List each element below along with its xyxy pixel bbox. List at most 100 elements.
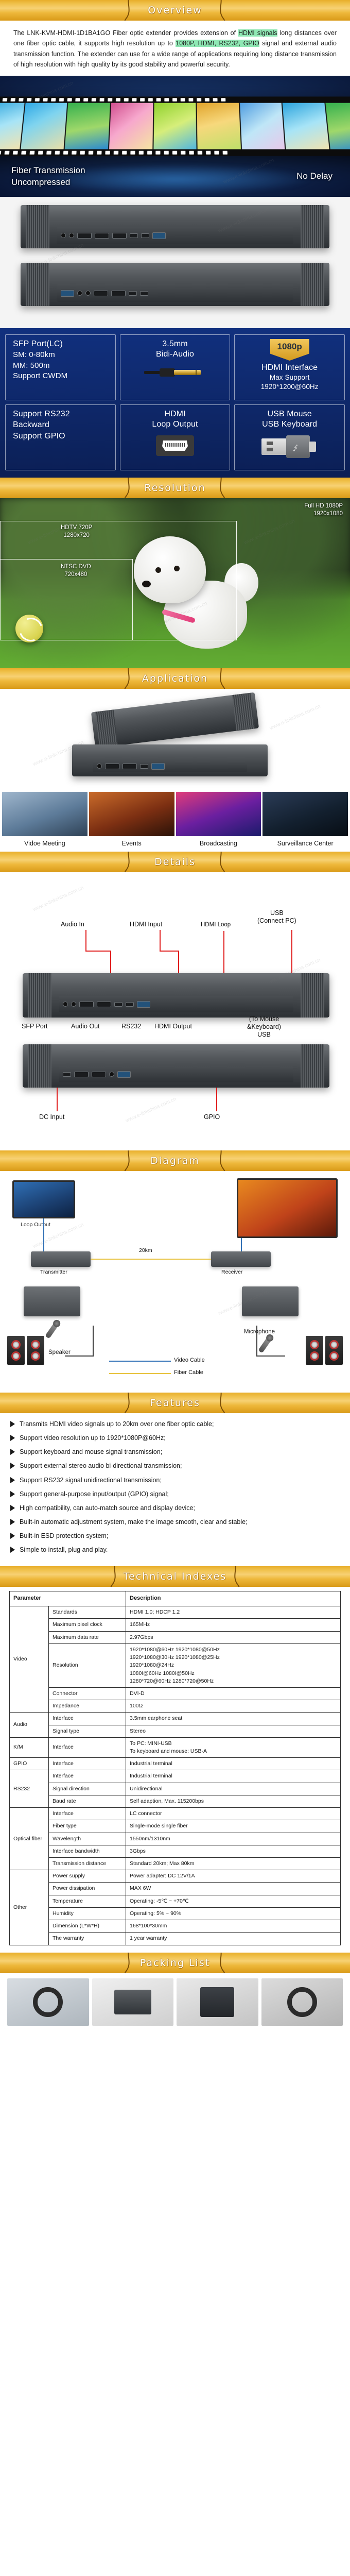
spec-value: Self adaption, Max. 115200bps	[126, 1794, 341, 1808]
port-audio-out-2	[85, 291, 91, 296]
spec-group-audio: Audio	[9, 1712, 49, 1738]
table-row: Transmission distance Standard 20km; Max…	[10, 1857, 341, 1871]
feature-cell-hdmi-interface: 1080p HDMI Interface Max Support 1920*12…	[234, 334, 345, 400]
hero-film-image: Fiber Transmission Uncompressed No Delay…	[0, 76, 350, 197]
spec-value: Operating: -5℃ ~ +70℃	[126, 1894, 341, 1908]
feature-usb-l1: USB Mouse	[267, 410, 312, 418]
spec-key: Interface bandwidth	[48, 1844, 126, 1858]
diagram-legend-video: Video Cable	[174, 1357, 205, 1363]
spec-value: Power adapter: DC 12V/1A	[126, 1870, 341, 1883]
connection-diagram: Loop Output Transmitter Receiver 20km Sp…	[0, 1171, 350, 1393]
port-audio-in-2	[77, 291, 82, 296]
spec-key: Transmission distance	[48, 1857, 126, 1871]
spec-key: Resolution	[48, 1643, 126, 1688]
section-banner-resolution: Resolution	[0, 478, 350, 498]
application-caption-0: Vidoe Meeting	[24, 840, 65, 847]
table-row: Signal type Stereo	[10, 1724, 341, 1738]
feature-cell-usb-km: USB Mouse USB Keyboard ∱	[234, 404, 345, 470]
feature-highlight-grid: SFP Port(LC) SM: 0-80km MM: 500m Support…	[0, 328, 350, 478]
feature-item-text: Built-in ESD protection system;	[20, 1532, 109, 1539]
table-header-description: Description	[126, 1591, 341, 1607]
spec-value: 3.5mm earphone seat	[126, 1712, 341, 1725]
table-row: Dimension (L*W*H) 168*100*30mm	[10, 1920, 341, 1933]
port-hdmi-out	[112, 232, 127, 239]
spec-value: Unidirectional	[126, 1782, 341, 1795]
feature-item: Transmits HDMI video signals up to 20km …	[10, 1419, 340, 1429]
spec-group-other: Other	[9, 1870, 49, 1945]
spec-key: Interface	[48, 1757, 126, 1771]
table-row: Wavelength 1550nm/1310nm	[10, 1832, 341, 1845]
diagram-legend-fiber: Fiber Cable	[174, 1369, 203, 1376]
port-audio-in	[61, 233, 66, 238]
banner-swish-right-icon	[230, 1566, 243, 1587]
detail-device-front	[23, 973, 329, 1018]
spec-value: 168*100*30mm	[126, 1920, 341, 1933]
table-row: Resolution 1920*1080@60Hz 1920*1080@50Hz…	[10, 1643, 341, 1688]
application-captions: Vidoe Meeting Events Broadcasting Survei…	[0, 836, 350, 852]
table-row: RS232 Interface Industrial terminal	[9, 1770, 341, 1808]
spec-group-gpio: GPIO	[9, 1757, 49, 1771]
device-unit-top	[21, 205, 329, 248]
spec-value: 100Ω	[126, 1700, 341, 1713]
bullet-triangle-icon	[10, 1421, 15, 1427]
spec-value: 1920*1080@60Hz 1920*1080@50Hz 1920*1080@…	[126, 1643, 341, 1688]
banner-swish-left-icon	[121, 1952, 134, 1973]
diagram-label-transmitter: Transmitter	[40, 1269, 67, 1275]
diagram-speaker-left-2	[27, 1336, 44, 1365]
overview-text-part3: signal and external audio transmission f…	[13, 40, 337, 68]
feature-loop-l2: Loop Output	[152, 420, 198, 429]
bullet-triangle-icon	[10, 1449, 15, 1455]
feature-item-text: Built-in automatic adjustment system, ma…	[20, 1518, 248, 1526]
spec-key: Fiber type	[48, 1820, 126, 1833]
overview-paragraph: The LNK-KVM-HDMI-1D1BA1GO Fiber optic ex…	[0, 21, 350, 76]
feature-cell-rs232-gpio: Support RS232 Backward Support GPIO	[5, 404, 116, 470]
diagram-label-microphone: Microphone	[243, 1329, 275, 1335]
table-row: Audio Interface 3.5mm earphone seat	[9, 1712, 341, 1738]
diagram-speaker-right-2	[325, 1336, 343, 1365]
banner-swish-left-icon	[121, 852, 134, 872]
table-row: Video Standards HDMI 1.0; HDCP 1.2	[9, 1606, 341, 1713]
port-hdmi-loop	[95, 232, 109, 239]
table-row: Signal direction Unidirectional	[10, 1782, 341, 1795]
application-thumb-surveillance	[262, 792, 348, 836]
diagram-microphone-left	[45, 1321, 59, 1339]
hero-caption-right: No Delay	[296, 171, 332, 181]
badge-1080p-icon: 1080p	[270, 339, 309, 361]
section-banner-details: Details	[0, 852, 350, 872]
accessory-box-icon	[200, 1987, 235, 2017]
section-title: Diagram	[150, 1155, 200, 1166]
diagram-loop-monitor	[12, 1180, 75, 1218]
spec-value: Stereo	[126, 1724, 341, 1738]
packing-item-adapter	[7, 1978, 89, 2026]
section-banner-overview: Overview	[0, 0, 350, 21]
section-banner-diagram: Diagram	[0, 1150, 350, 1171]
packing-item-accessory	[177, 1978, 258, 2026]
spec-value: Standard 20km; Max 80km	[126, 1857, 341, 1871]
bullet-triangle-icon	[10, 1477, 15, 1483]
feature-rs232-l2: Backward	[13, 420, 50, 430]
spec-key: Humidity	[48, 1907, 126, 1921]
section-banner-technical-indexes: Technical Indexes	[0, 1566, 350, 1587]
packing-list-images	[0, 1973, 350, 2034]
banner-swish-right-icon	[215, 1393, 229, 1413]
feature-item: Support external stereo audio bi-directi…	[10, 1461, 340, 1470]
packing-item-unit	[92, 1978, 173, 2026]
tennis-ball	[15, 615, 43, 642]
banner-swish-left-icon	[121, 1393, 134, 1413]
feature-item-text: Support keyboard and mouse signal transm…	[20, 1448, 163, 1456]
banner-swish-left-icon	[121, 668, 134, 689]
spec-key: Maximum pixel clock	[48, 1618, 126, 1632]
hero-caption-left: Fiber Transmission Uncompressed	[11, 165, 85, 189]
table-row: Optical fiber Interface LC connector	[9, 1807, 341, 1871]
port-usb-b-2	[140, 291, 148, 296]
application-hero-image: www.e-linkchina.com.cn www.e-linkchina.c…	[0, 689, 350, 792]
res-1080p-value: 1920x1080	[313, 510, 343, 517]
application-caption-2: Broadcasting	[199, 840, 237, 847]
spec-key: Power supply	[48, 1870, 126, 1883]
technical-specification-table: Parameter Description Video Standards HD…	[0, 1587, 350, 1952]
overview-highlight-hdmi: HDMI signals	[238, 29, 277, 37]
bullet-triangle-icon	[10, 1547, 15, 1553]
section-title: Packing List	[139, 1957, 211, 1969]
feature-cell-hdmi-loop: HDMI Loop Output	[119, 404, 231, 470]
feature-item: Support keyboard and mouse signal transm…	[10, 1447, 340, 1456]
